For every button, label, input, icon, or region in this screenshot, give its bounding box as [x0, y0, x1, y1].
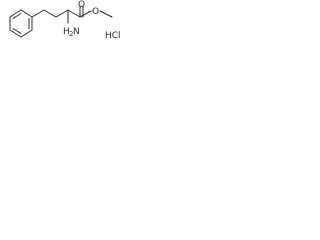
chemical-structure: O O H 2 N HCl [9, 0, 121, 41]
amine-nitrogen: N [73, 27, 80, 37]
ester-bond [79, 10, 92, 18]
ring-double-bond [12, 13, 22, 19]
carbon-chain [31, 9, 81, 24]
ring-bond [9, 29, 22, 38]
hydrochloride-label: HCl [105, 31, 121, 41]
ester-oxygen-label: O [92, 7, 99, 17]
amine-label: H 2 N [63, 27, 80, 38]
carbonyl-oxygen-label: O [78, 0, 85, 10]
amine-prefix-h: H [63, 27, 70, 37]
phenyl-ring [9, 9, 33, 38]
methyl-bond [99, 10, 113, 18]
chain-bond [55, 9, 69, 18]
chain-bond [31, 9, 45, 18]
ring-bond [9, 9, 22, 18]
ring-bond [20, 9, 33, 18]
ester-group [79, 5, 113, 18]
chain-bond [43, 9, 57, 18]
chain-bond [67, 9, 81, 18]
ring-double-bond [12, 28, 22, 34]
amine-h-subscript: 2 [69, 30, 73, 38]
ring-bond [20, 29, 33, 38]
